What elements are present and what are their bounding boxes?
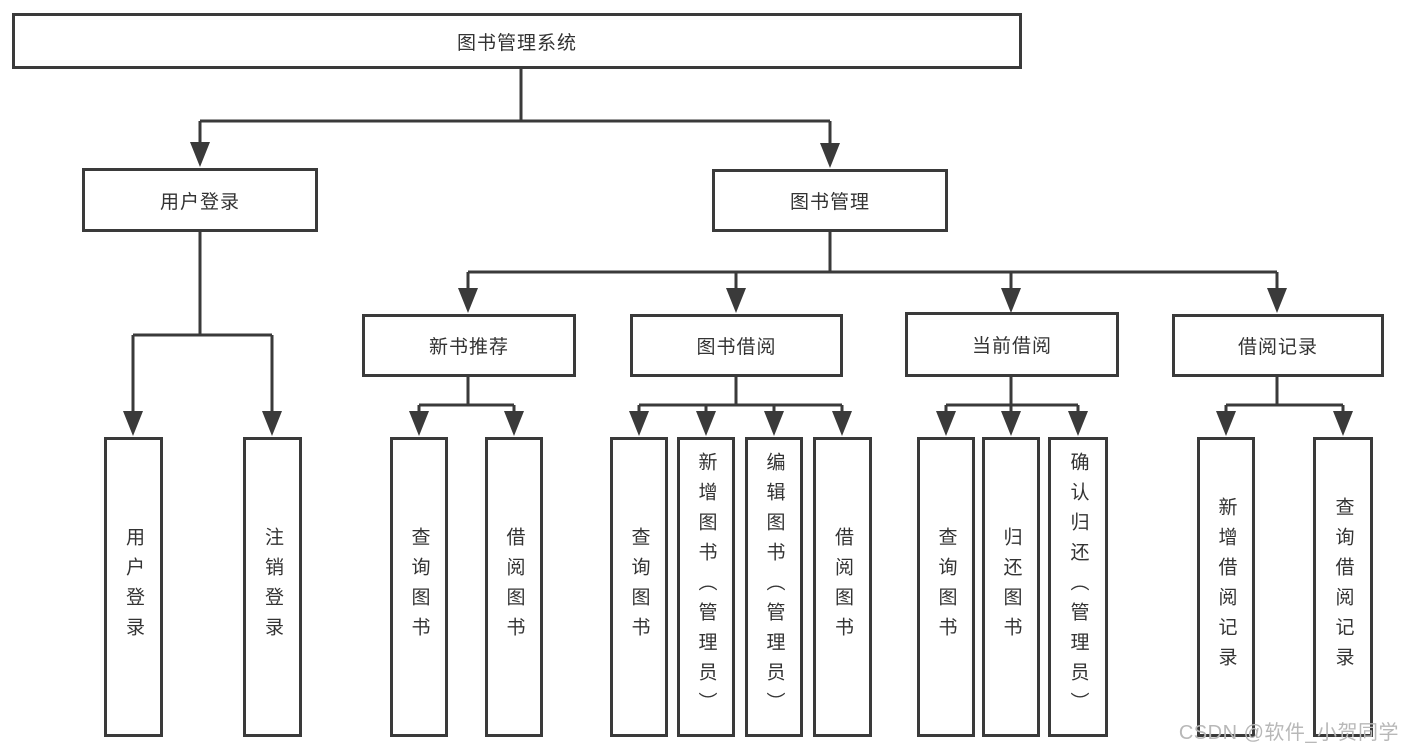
connector-root-to-level2	[190, 69, 840, 168]
leaf-add-books-admin: 新增图书（管理员）	[677, 437, 735, 737]
csdn-watermark: CSDN @软件_小贺同学	[1178, 722, 1399, 744]
leaf-user-login: 用户登录	[104, 437, 163, 737]
connector-bookmgmt-to-level3	[458, 232, 1287, 313]
node-label: 查询图书	[408, 527, 430, 647]
node-label: 借阅图书	[832, 527, 853, 647]
leaf-query-books-2: 查询图书	[610, 437, 668, 737]
node-new-book-recommend: 新书推荐	[362, 314, 576, 377]
connector-newbookrec-to-leaves	[409, 377, 524, 436]
leaf-query-books-3: 查询图书	[917, 437, 975, 737]
node-label: 查询借阅记录	[1332, 497, 1354, 677]
node-label: 图书管理	[789, 192, 870, 213]
leaf-query-borrow-record: 查询借阅记录	[1313, 437, 1373, 737]
leaf-query-books-1: 查询图书	[390, 437, 448, 737]
leaf-borrow-books-1: 借阅图书	[485, 437, 543, 737]
node-label: 用户登录	[123, 527, 144, 647]
node-current-borrow: 当前借阅	[905, 312, 1119, 377]
node-label: 当前借阅	[971, 336, 1052, 357]
connector-currentborrow-to-leaves	[936, 377, 1088, 436]
leaf-confirm-return-admin: 确认归还（管理员）	[1048, 437, 1108, 737]
node-label: 图书借阅	[696, 337, 777, 358]
node-label: 新书推荐	[428, 337, 509, 358]
connector-bookborrow-to-leaves	[629, 377, 852, 436]
connector-borrowrecords-to-leaves	[1216, 377, 1353, 436]
node-book-borrow: 图书借阅	[630, 314, 843, 377]
node-label: 新增借阅记录	[1215, 497, 1237, 677]
connector-userlogin-to-leaves	[123, 232, 282, 436]
node-book-management: 图书管理	[712, 169, 948, 232]
node-label: 用户登录	[159, 191, 240, 213]
node-label: 借阅记录	[1237, 337, 1318, 358]
node-label: 查询图书	[628, 527, 650, 647]
node-label: 编辑图书（管理员）	[763, 452, 785, 722]
leaf-logout: 注销登录	[243, 437, 302, 737]
node-label: 确认归还（管理员）	[1067, 452, 1089, 722]
node-label: 新增图书（管理员）	[695, 452, 717, 722]
node-label: 借阅图书	[503, 527, 525, 647]
node-user-login: 用户登录	[82, 168, 318, 232]
leaf-add-borrow-record: 新增借阅记录	[1197, 437, 1255, 737]
leaf-edit-books-admin: 编辑图书（管理员）	[745, 437, 803, 737]
node-label: 归还图书	[1000, 527, 1022, 647]
leaf-borrow-books-2: 借阅图书	[813, 437, 872, 737]
leaf-return-books: 归还图书	[982, 437, 1040, 737]
node-label: 查询图书	[935, 527, 957, 647]
node-label: 图书管理系统	[456, 32, 577, 54]
node-label: 注销登录	[262, 527, 283, 647]
node-system-root: 图书管理系统	[12, 13, 1022, 69]
node-borrow-records: 借阅记录	[1172, 314, 1384, 377]
